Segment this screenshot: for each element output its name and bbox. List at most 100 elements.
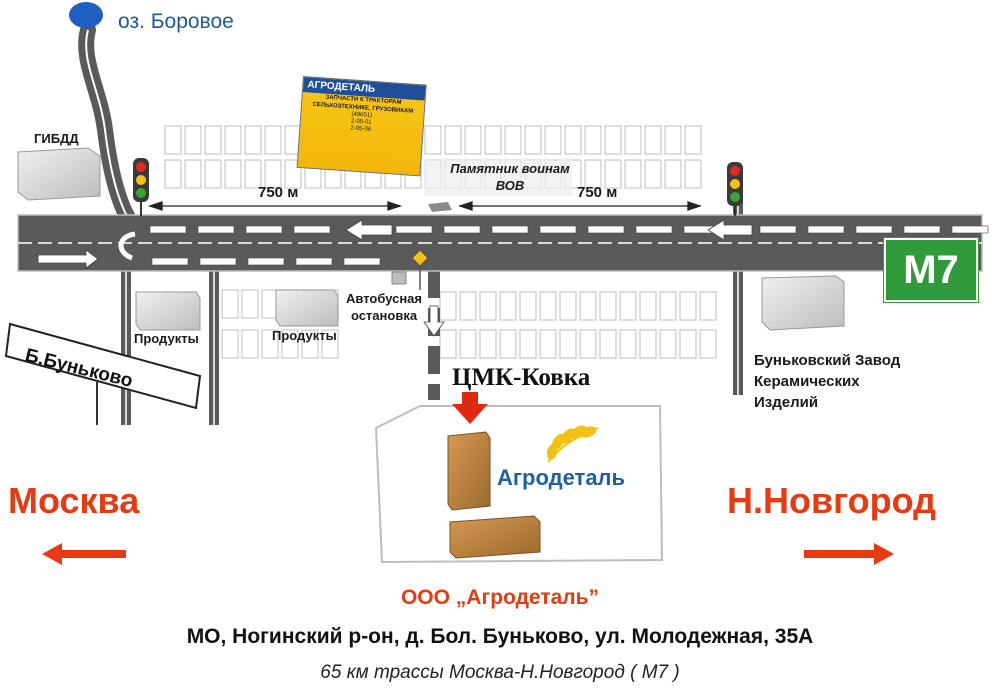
house-plot [599,291,617,321]
building-factory [761,275,845,331]
house-plot [504,125,522,155]
house-plot [261,329,279,359]
house-plot [619,329,637,359]
building-products-right [275,289,339,327]
house-plot [479,329,497,359]
bus-stop-icon [391,249,429,290]
direction-moscow: Москва [8,480,140,521]
house-plot [244,125,262,155]
house-plot [644,159,662,189]
house-plot [679,291,697,321]
house-plot [264,125,282,155]
highway-shield: M7 [883,237,979,303]
lane-marking [807,225,845,234]
arrow-to-nnovgorod [804,543,894,565]
house-plot [499,329,517,359]
building-products-left [135,291,201,331]
house-plot [459,291,477,321]
lane-marking [635,225,673,234]
house-plot [624,125,642,155]
house-plot [519,329,537,359]
house-plot [659,329,677,359]
lane-marking [245,225,283,234]
route-info: 65 км трассы Москва-Н.Новгород ( М7 ) [320,662,680,683]
arrow-to-company-icon [452,392,488,424]
house-plot [439,291,457,321]
products-right-label: Продукты [272,328,337,343]
house-plot [579,291,597,321]
lane-marking [151,257,189,266]
distance-right: 750 м [577,184,618,201]
distance-left: 750 м [258,184,299,201]
house-plot [564,125,582,155]
agrodetal-billboard: АГРОДЕТАЛЬ ЗАПЧАСТИ К ТРАКТОРАМ СЕЛЬХОЗТ… [296,76,427,177]
house-plot [164,159,182,189]
highway-m7 [17,214,989,272]
house-plot [224,125,242,155]
house-plot [539,329,557,359]
house-plot [519,291,537,321]
monument-label: Памятник воинам ВОВ [450,161,570,193]
house-plot [544,125,562,155]
lane-marking [903,225,941,234]
house-plot [244,159,262,189]
lake-icon [69,2,103,28]
house-plot [559,329,577,359]
lane-marking [491,225,529,234]
house-plot [619,291,637,321]
direction-arrow-icon [37,249,99,269]
house-plot [479,291,497,321]
house-plot [224,159,242,189]
lane-marking [395,225,433,234]
road-sign-icon [4,322,202,425]
products-left-label: Продукты [134,331,199,346]
factory-label: Буньковский Завод Керамических Изделий [754,352,901,411]
house-plot [604,159,622,189]
monument-icon [424,158,572,212]
lane-marking [149,225,187,234]
lane-marking [295,257,333,266]
house-plot [699,291,717,321]
house-plot [221,289,239,319]
building-gibdd [17,147,101,201]
warehouse-icon [447,431,541,559]
gibdd-label: ГИБДД [34,131,79,146]
house-plot [684,125,702,155]
house-plot [264,159,282,189]
house-plot [624,159,642,189]
u-turn-icon [118,231,136,261]
house-plot [204,159,222,189]
house-plot [484,125,502,155]
organization-name: ООО „Агродеталь” [400,586,600,609]
house-plot [424,125,442,155]
route-arrow-down [423,305,445,337]
house-plot [184,125,202,155]
company-building-label: Агродеталь [497,465,626,490]
lane-marking [759,225,797,234]
house-plot [539,291,557,321]
house-plot [639,291,657,321]
house-plot [599,329,617,359]
wheat-logo-icon [546,425,599,463]
house-plot [579,329,597,359]
house-plot [281,329,299,359]
distance-arrows [147,201,703,211]
traffic-light-icon [133,158,149,216]
house-plot [241,289,259,319]
house-plot [559,291,577,321]
house-plot [584,125,602,155]
lane-marking [855,225,893,234]
house-plot [164,125,182,155]
lane-marking [951,225,989,234]
traffic-light-icon [727,162,743,216]
address: МО, Ногинский р-он, д. Бол. Буньково, ул… [186,625,814,648]
house-plot [301,329,319,359]
house-plot [459,329,477,359]
house-plot [679,329,697,359]
lane-marking [197,225,235,234]
house-plot [699,329,717,359]
house-plot [204,125,222,155]
cmk-label: ЦМК-Ковка [452,364,591,391]
lane-marking [587,225,625,234]
